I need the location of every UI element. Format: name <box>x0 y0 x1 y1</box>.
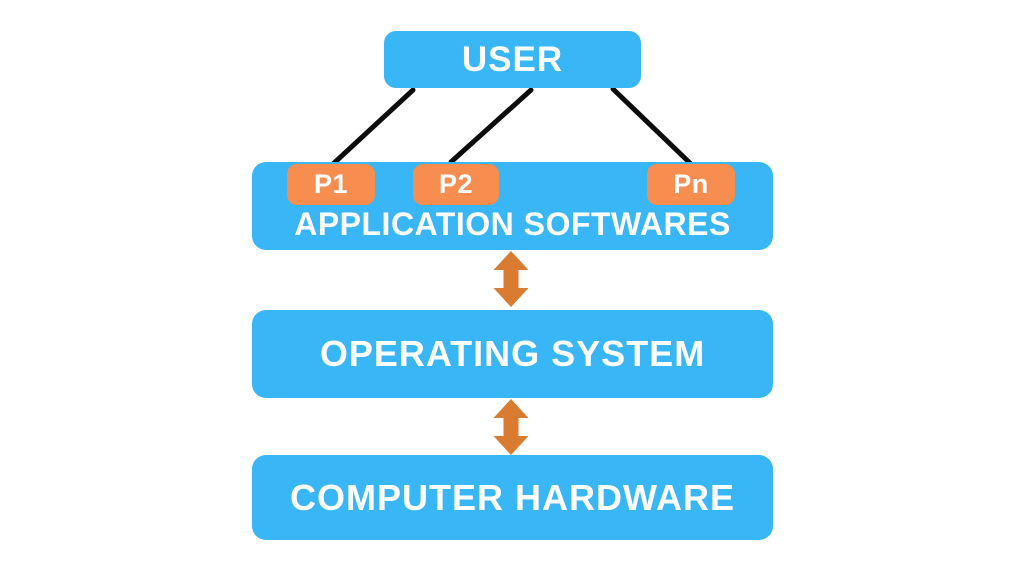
user-p2-connector-line <box>448 87 534 165</box>
user-box: USER <box>384 31 641 88</box>
computer-hardware-label: COMPUTER HARDWARE <box>290 476 735 518</box>
operating-system-label: OPERATING SYSTEM <box>319 333 706 374</box>
user-label: USER <box>461 39 564 79</box>
process-p1-label: P1 <box>313 169 349 199</box>
process-pn-label: Pn <box>673 169 709 199</box>
user-pn-connector-line <box>610 86 694 167</box>
application-softwares-label: APPLICATION SOFTWARES <box>294 206 731 242</box>
user-p1-connector-line <box>330 87 416 167</box>
computer-hardware-box: COMPUTER HARDWARE <box>252 455 773 540</box>
process-pn-box: Pn <box>647 164 735 205</box>
application-softwares-box: P1 P2 Pn APPLICATION SOFTWARES <box>252 162 773 250</box>
process-p1-box: P1 <box>287 164 375 205</box>
os-hardware-double-arrow-icon <box>493 399 529 455</box>
process-p2-label: P2 <box>438 169 474 199</box>
app-os-double-arrow-icon <box>493 251 529 307</box>
operating-system-box: OPERATING SYSTEM <box>252 310 773 398</box>
process-p2-box: P2 <box>413 164 499 205</box>
